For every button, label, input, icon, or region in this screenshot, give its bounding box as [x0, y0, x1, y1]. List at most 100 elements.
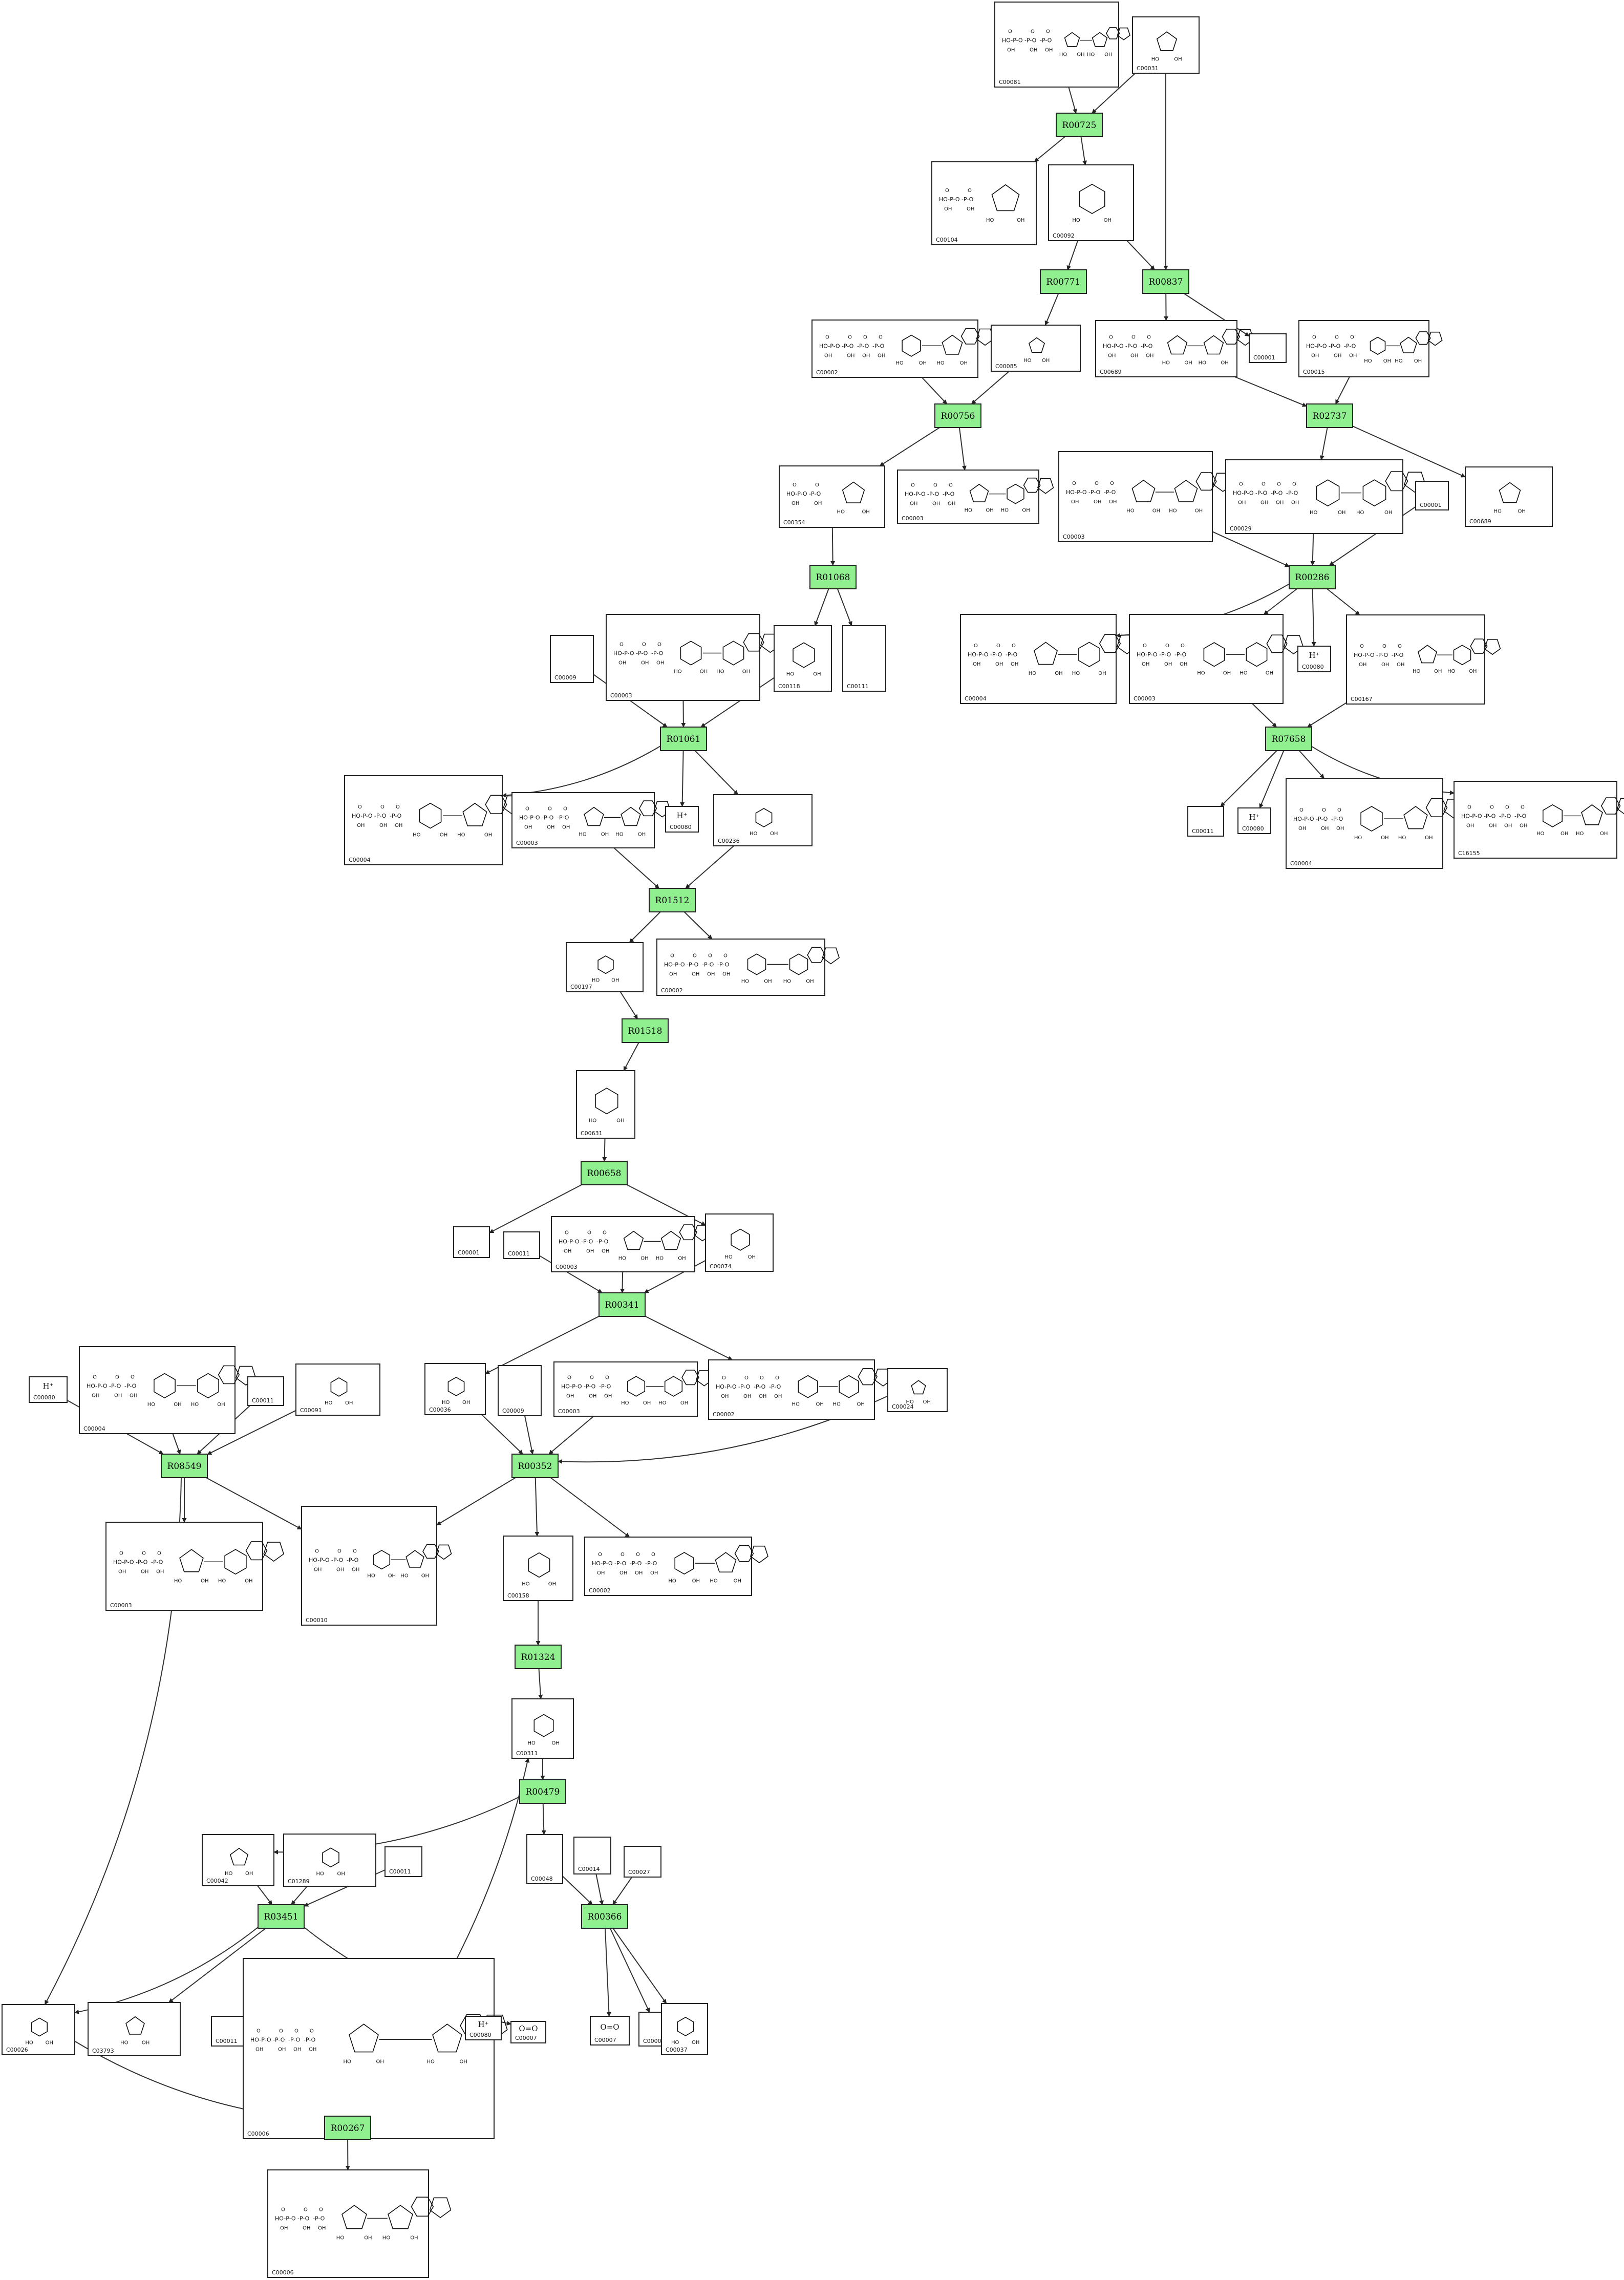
compound-node[interactable]: C00001: [1415, 481, 1449, 510]
reaction-node[interactable]: R08549: [161, 1454, 208, 1478]
reaction-node[interactable]: R01512: [649, 888, 696, 912]
reaction-node[interactable]: R07658: [1265, 727, 1312, 751]
compound-node[interactable]: H⁺C00080: [29, 1376, 68, 1403]
compound-box: [526, 1834, 563, 1884]
reaction-node[interactable]: R01068: [809, 565, 857, 589]
reaction-node[interactable]: R00286: [1289, 565, 1336, 589]
compound-node[interactable]: C00001: [453, 1226, 490, 1258]
svg-text:O: O: [863, 334, 867, 340]
svg-text:OH: OH: [379, 823, 387, 828]
reaction-node[interactable]: R00341: [599, 1292, 646, 1317]
compound-node[interactable]: C00014: [573, 1837, 611, 1874]
compound-node[interactable]: C00001: [1249, 333, 1287, 363]
reaction-node[interactable]: R01518: [622, 1018, 669, 1043]
compound-node[interactable]: H⁺C00080: [465, 2016, 502, 2040]
svg-text:HO: HO: [442, 1400, 450, 1405]
compound-node[interactable]: H⁺C00080: [1297, 646, 1331, 672]
compound-node[interactable]: C00009: [550, 635, 594, 683]
svg-text:O: O: [565, 1230, 569, 1236]
reaction-node[interactable]: R00771: [1040, 269, 1087, 294]
reaction-node[interactable]: R00756: [934, 403, 981, 428]
reaction-node[interactable]: R03451: [258, 1904, 305, 1929]
compound-box: [960, 614, 1117, 704]
svg-text:O: O: [119, 1550, 123, 1556]
compound-node[interactable]: C00011: [503, 1231, 540, 1259]
compound-node[interactable]: C00011: [1187, 806, 1224, 837]
reaction-node[interactable]: R00267: [324, 2116, 371, 2140]
svg-text:OH: OH: [742, 669, 750, 675]
compound-node[interactable]: C00111: [842, 625, 886, 692]
reaction-node[interactable]: R00837: [1142, 269, 1189, 294]
compound-node[interactable]: C00011: [384, 1846, 422, 1877]
reaction-node[interactable]: R01324: [515, 1645, 562, 1669]
reaction-node[interactable]: R00479: [519, 1779, 566, 1804]
reaction-node[interactable]: R00725: [1056, 113, 1103, 137]
compound-node[interactable]: C00048: [526, 1834, 563, 1884]
compound-node[interactable]: C00011: [211, 2016, 248, 2047]
svg-text:HO: HO: [413, 833, 421, 838]
svg-text:OH: OH: [814, 501, 822, 506]
svg-text:OH: OH: [1223, 670, 1231, 676]
compound-node[interactable]: C00009: [498, 1365, 542, 1416]
compound-node[interactable]: C00027: [624, 1846, 661, 1878]
compound-node[interactable]: H⁺C00080: [1237, 807, 1271, 834]
reaction-node[interactable]: R00352: [511, 1454, 559, 1478]
reaction-node[interactable]: R00366: [581, 1904, 628, 1929]
reaction-node[interactable]: R01061: [660, 727, 707, 751]
svg-text:-P-O: -P-O: [687, 961, 699, 968]
compound-node[interactable]: H⁺C00080: [665, 806, 699, 833]
reaction-node[interactable]: R02737: [1306, 403, 1353, 428]
compound-node[interactable]: C00011: [247, 1376, 284, 1406]
reaction-node[interactable]: R00658: [581, 1161, 628, 1185]
